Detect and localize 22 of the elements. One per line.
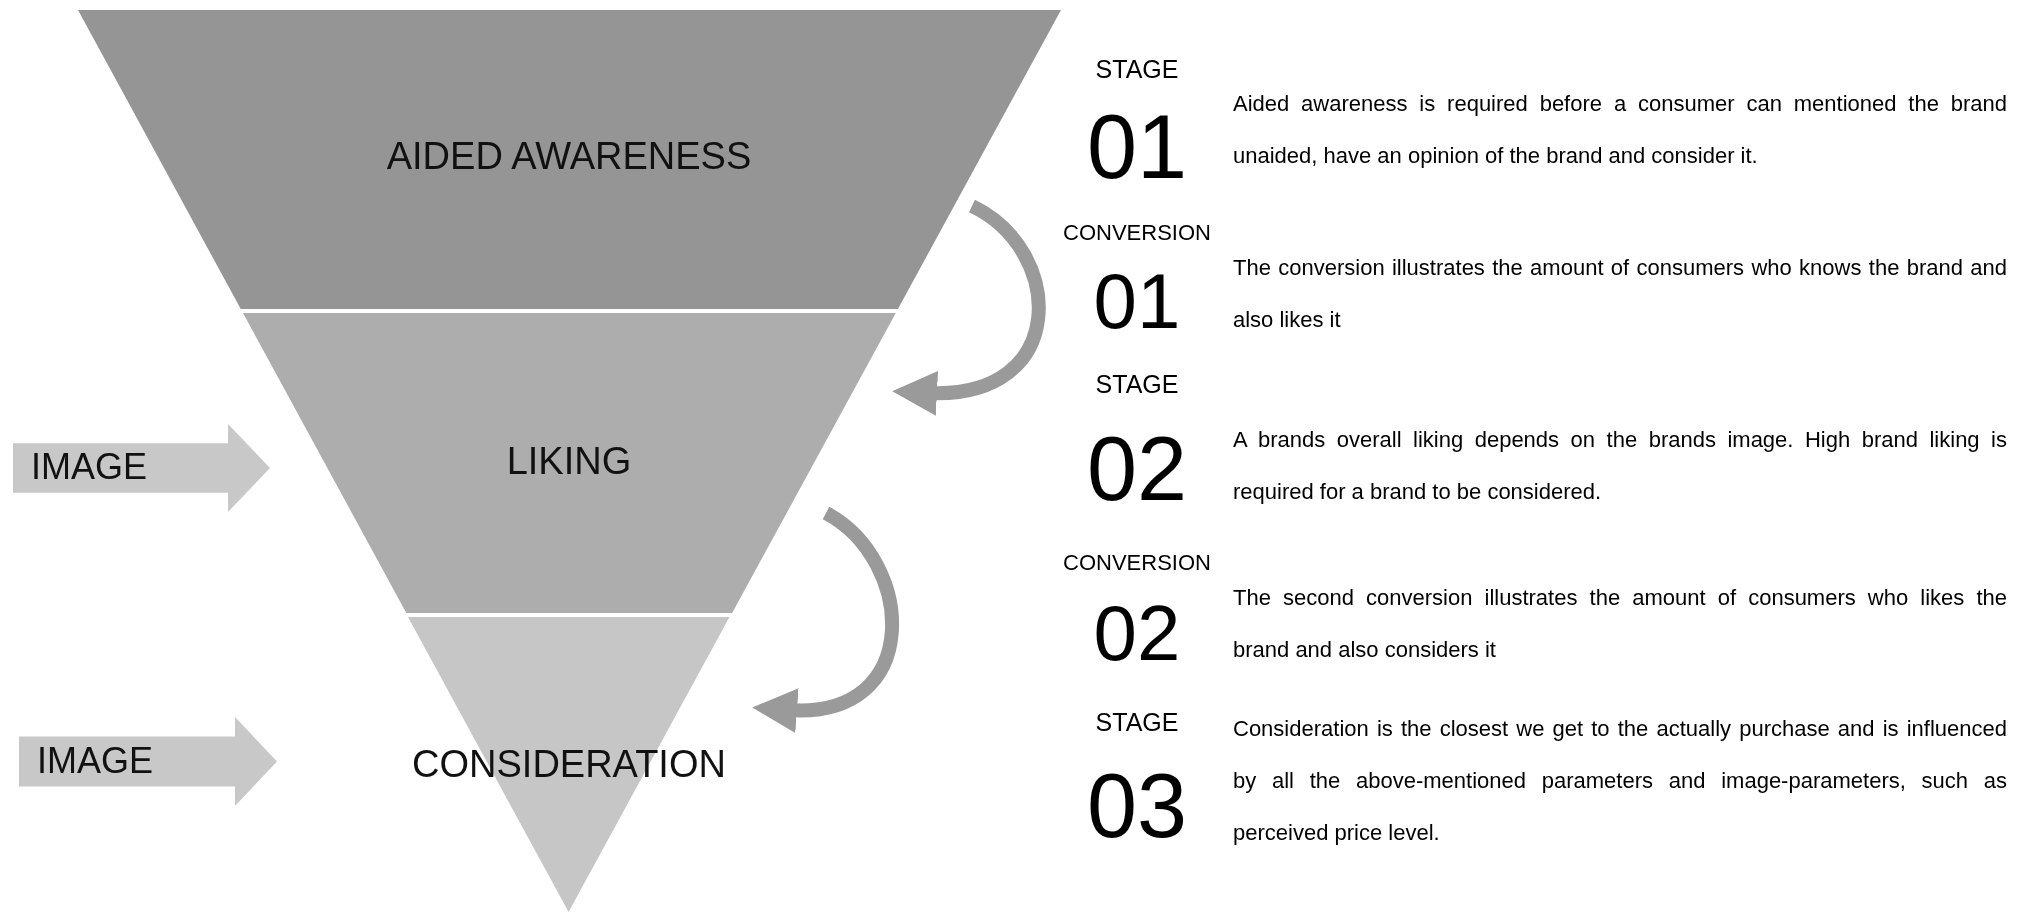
- step-number: 01: [1093, 262, 1181, 340]
- arrow-label: IMAGE: [31, 446, 147, 488]
- step-heading: CONVERSION: [1063, 222, 1211, 244]
- step-heading: STAGE: [1095, 709, 1179, 735]
- step-number: 02: [1093, 594, 1181, 672]
- stage-title: AIDED AWARENESS: [386, 135, 752, 179]
- curved-arrow: [892, 200, 1046, 415]
- step-heading: CONVERSION: [1063, 552, 1211, 574]
- description-text: The conversion illustrates the amount of consumers who knows the brand and also likes it: [1233, 254, 2007, 334]
- description-text: A brands overall liking depends on the brands image. High brand liking is required for a brand to be considered.: [1233, 426, 2007, 506]
- curved-arrow: [752, 507, 899, 733]
- step-heading: STAGE: [1095, 56, 1179, 82]
- step-number: 03: [1086, 761, 1188, 851]
- step-number: 02: [1086, 424, 1188, 514]
- description-text: Consideration is the closest we get to the actually purchase and is influenced by all the above-mentioned parameters and image-parameters, such as perceived price level.: [1233, 715, 2007, 847]
- stage-title: CONSIDERATION: [412, 743, 726, 787]
- description-text: Aided awareness is required before a consumer can mentioned the brand unaided, have an opinion of the brand and consider it.: [1233, 90, 2007, 170]
- step-heading: STAGE: [1095, 371, 1179, 397]
- stage-title: LIKING: [506, 440, 632, 484]
- step-number: 01: [1086, 102, 1188, 192]
- arrow-label: IMAGE: [37, 739, 153, 782]
- description-text: The second conversion illustrates the amount of consumers who likes the brand and also considers it: [1233, 584, 2007, 664]
